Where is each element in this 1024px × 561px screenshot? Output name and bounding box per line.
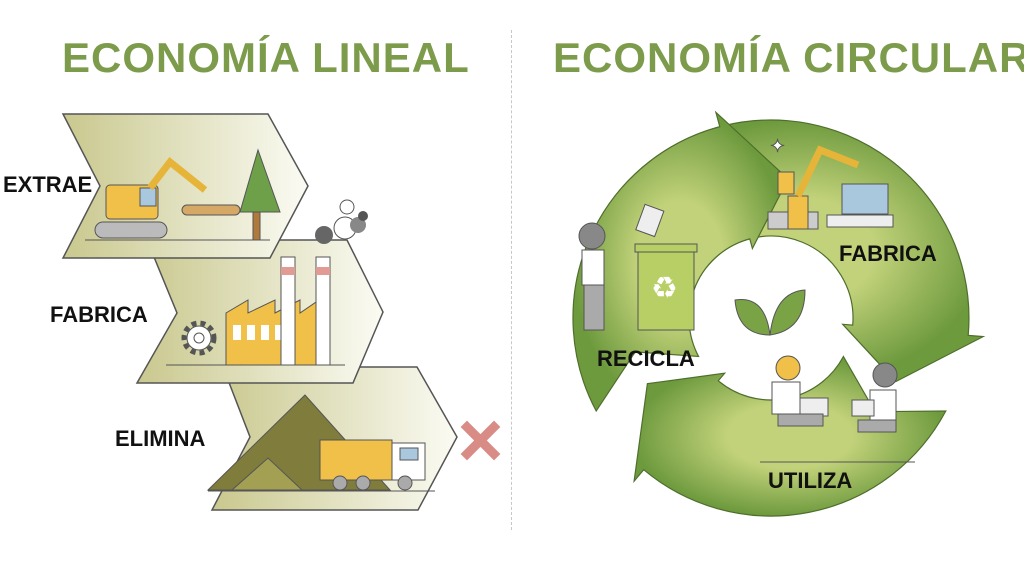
garbage-truck-icon — [319, 439, 426, 491]
section-divider — [511, 30, 512, 530]
ring-segment-use — [633, 355, 947, 517]
circular-step-label-recycle: RECICLA — [597, 346, 695, 371]
circular-step-label-fabricate: FABRICA — [839, 241, 937, 266]
recycle-bin-icon: ♻ — [578, 203, 698, 331]
linear-step-extract — [61, 113, 309, 259]
x-mark-icon — [460, 420, 501, 461]
linear-step-label-extract: EXTRAE — [3, 172, 93, 197]
circular-economy-title: ECONOMÍA CIRCULAR — [553, 34, 1024, 81]
circular-ring — [572, 110, 986, 517]
linear-step-label-eliminate: ELIMINA — [115, 426, 206, 451]
robot-arm-icon: ✦ — [767, 136, 894, 230]
excavator-icon — [94, 157, 241, 239]
leaves-icon — [734, 289, 806, 336]
people-laptops-icon — [760, 355, 915, 463]
circular-step-label-use: UTILIZA — [768, 468, 853, 493]
smoke-icon — [315, 199, 368, 244]
gear-icon — [181, 320, 217, 356]
linear-step-label-fabricate: FABRICA — [50, 302, 148, 327]
linear-economy-title: ECONOMÍA LINEAL — [62, 34, 470, 81]
linear-step-fabricate — [135, 199, 384, 384]
svg-text:♻: ♻ — [651, 272, 678, 305]
svg-text:✦: ✦ — [770, 136, 785, 156]
linear-step-eliminate — [206, 366, 458, 511]
